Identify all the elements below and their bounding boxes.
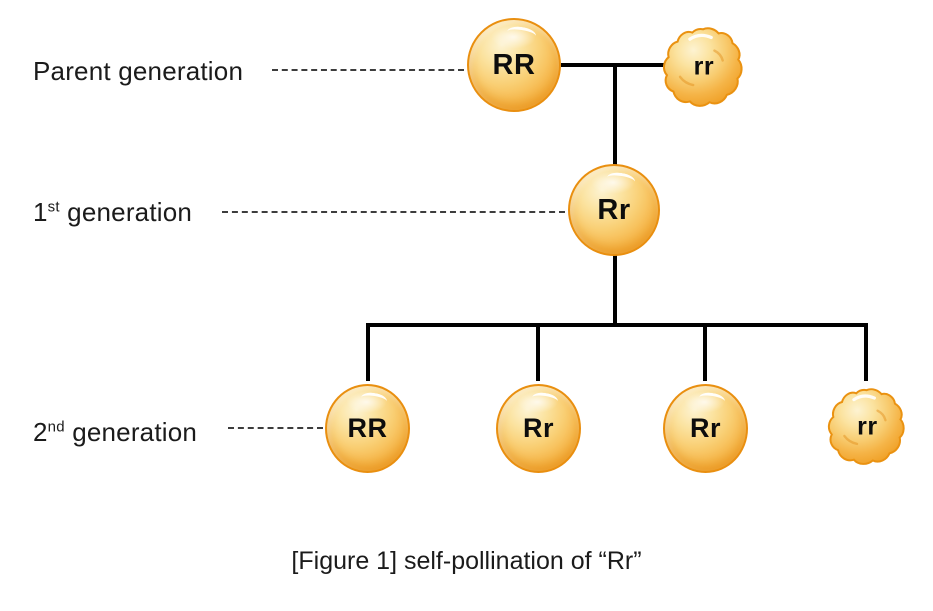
pea-f2-round-RR: RR (325, 384, 410, 473)
first-generation-ordinal: st (47, 198, 60, 216)
genotype-label: Rr (522, 413, 554, 443)
pea-gloss-highlight (591, 171, 636, 195)
first-generation-text: generation (59, 197, 193, 227)
first-generation-label: 1st generation (33, 197, 192, 228)
genotype-label: RR (492, 48, 536, 81)
figure-caption: [Figure 1] self-pollination of “Rr” (291, 547, 642, 575)
pea-gloss-highlight (346, 391, 387, 414)
second-generation-ordinal: nd (47, 418, 65, 436)
second-generation-leader-dashed-line (228, 427, 323, 429)
parent-generation-text: Parent generation (33, 56, 244, 86)
second-generation-text: generation (64, 417, 198, 447)
pea-crescent-shine (505, 25, 537, 43)
pea-gloss-highlight (517, 391, 558, 414)
second-generation-number: 2 (33, 417, 48, 447)
parent-leader-dashed-line (272, 69, 464, 71)
pea-f2-round-Rr-1: Rr (496, 384, 581, 473)
second-generation-label: 2nd generation (33, 417, 197, 448)
branch-drop-line-3 (703, 323, 707, 381)
branch-drop-line-1 (366, 323, 370, 381)
genotype-label: rr (693, 52, 715, 81)
pea-gloss-highlight (684, 391, 725, 414)
genotype-label: Rr (689, 413, 721, 443)
second-generation-branch-line (366, 323, 868, 327)
branch-drop-line-2 (536, 323, 540, 381)
parent-generation-label: Parent generation (33, 56, 243, 87)
pea-crescent-shine (360, 390, 388, 408)
pea-f1-round-Rr: Rr (568, 164, 660, 256)
pea-crescent-shine (698, 390, 726, 408)
first-generation-leader-dashed-line (222, 211, 565, 213)
pea-parent-round-RR: RR (467, 18, 561, 112)
genotype-label: Rr (597, 193, 631, 226)
pea-gloss-highlight (490, 25, 536, 49)
pea-crescent-shine (531, 390, 559, 408)
first-generation-number: 1 (33, 197, 48, 227)
branch-drop-line-4 (864, 323, 868, 381)
wrinkled-pea-shape (662, 27, 743, 107)
pea-crescent-shine (606, 170, 636, 189)
pea-parent-wrinkled-rr: rr (662, 25, 744, 109)
wrinkled-pea-shape (827, 388, 905, 465)
pea-f2-round-Rr-2: Rr (663, 384, 748, 473)
genotype-label: rr (857, 412, 878, 440)
genotype-label: RR (347, 413, 388, 443)
pea-f2-wrinkled-rr: rr (827, 386, 906, 467)
